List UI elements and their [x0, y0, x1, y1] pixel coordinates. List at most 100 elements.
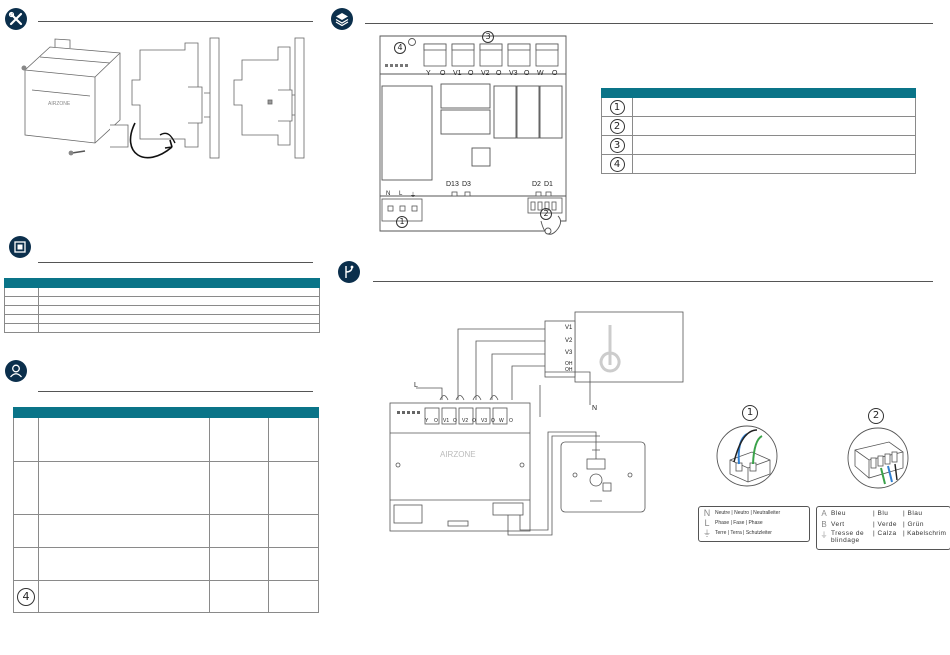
legend-symbol: B — [821, 520, 827, 529]
legend-color-de: | Blau — [903, 510, 923, 517]
legend-row: L Phase | Fase | Phase — [702, 518, 806, 528]
bus-connector-detail — [847, 427, 909, 489]
legend-symbol: L — [704, 518, 710, 528]
legend-color-fr: Tresse de blindage — [831, 530, 865, 544]
tools-icon — [5, 8, 27, 30]
legend-row: ⏚ Tresse de blindage | Calza | Kabelschr… — [820, 530, 947, 546]
legend-row: N Neutre | Neutro | Neutralleiter — [702, 508, 806, 518]
support-num-4: 4 — [17, 587, 35, 606]
table-row — [4, 323, 320, 333]
table-num-4: 4 — [609, 156, 625, 172]
legend-symbol: ⏚ — [820, 532, 828, 539]
detail-number-1: 1 — [742, 405, 758, 421]
terminal-label-o2: O — [468, 70, 474, 77]
support-table: 4 — [13, 407, 319, 613]
unit-terminal-v3: V3 — [565, 350, 573, 356]
legend-text: Phase | Fase | Phase — [715, 520, 763, 526]
table-row — [4, 287, 320, 297]
section-rule-components — [365, 23, 933, 24]
terminal-label-o4: O — [491, 418, 495, 424]
neutral-label: N — [592, 405, 598, 412]
legend-color-fr: Vert — [831, 521, 845, 528]
legend-color-fr: Bleu — [831, 510, 847, 517]
terminal-label-v3: V3 — [509, 70, 518, 77]
table-row — [13, 461, 319, 515]
table-row — [13, 417, 319, 462]
legend-color-it: | Calza — [873, 530, 897, 537]
input-label-d3: D3 — [462, 181, 471, 188]
specs-table-header — [4, 278, 320, 288]
legend-row: A Bleu | Blu | Blau — [820, 508, 947, 519]
terminal-label-w: W — [499, 418, 504, 424]
callout-2: 2 — [540, 208, 552, 220]
callout-4: 4 — [394, 42, 406, 54]
table-row — [4, 296, 320, 306]
power-connector-detail — [716, 425, 778, 487]
legend-color-de: | Grün — [903, 521, 924, 528]
unit-terminal-v2: V2 — [565, 338, 573, 344]
terminal-label-v2: V2 — [462, 418, 469, 424]
wiring-icon — [338, 261, 360, 283]
section-rule-specs — [38, 262, 313, 263]
table-row: 2 — [601, 116, 916, 136]
table-row — [13, 514, 319, 548]
din-rail-mounting-illustration: AIRZONE — [21, 37, 305, 159]
terminal-label-v1: V1 — [443, 418, 450, 424]
input-label-d2: D2 — [532, 181, 541, 188]
section-rule-mounting — [38, 21, 313, 22]
layers-icon — [331, 8, 353, 30]
terminal-label-o5: O — [509, 418, 513, 424]
power-label-earth: ⏚ — [410, 193, 417, 199]
callout-3: 3 — [482, 31, 494, 43]
svg-text:AIRZONE: AIRZONE — [48, 101, 71, 107]
terminal-label-o2: O — [453, 418, 457, 424]
callout-1: 1 — [396, 216, 408, 228]
terminal-label-y: Y — [426, 70, 431, 77]
input-label-d13: D13 — [446, 181, 459, 188]
table-row — [13, 547, 319, 581]
board-diagram: 4 3 1 2 Y O V1 O V2 O V3 O W O N L ⏚ D13… — [366, 26, 576, 236]
legend-color-it: | Blu — [873, 510, 889, 517]
specs-table — [4, 278, 320, 333]
bus-wire-legend: A Bleu | Blu | Blau B Vert | Verde | Grü… — [816, 506, 950, 550]
legend-row: B Vert | Verde | Grün — [820, 519, 947, 530]
components-table-header — [601, 88, 916, 98]
support-icon — [5, 360, 27, 382]
terminal-label-v2: V2 — [481, 70, 490, 77]
legend-symbol: A — [821, 509, 827, 518]
terminal-label-o1: O — [440, 70, 446, 77]
table-row — [4, 305, 320, 315]
power-label-n: N — [386, 191, 391, 197]
line-label: L — [414, 382, 418, 389]
terminal-label-o3: O — [496, 70, 502, 77]
terminal-label-row: Y O V1 O V2 O V3 O W O — [424, 70, 564, 80]
terminal-label-o1: O — [434, 418, 438, 424]
legend-row: ⏚ Terre | Terra | Schutzleiter — [702, 528, 806, 538]
terminal-label-v1: V1 — [453, 70, 462, 77]
section-rule-wiring — [373, 281, 933, 282]
legend-text: Neutre | Neutro | Neutralleiter — [715, 510, 781, 516]
table-num-2: 2 — [609, 118, 625, 134]
table-row: 4 — [601, 154, 916, 174]
terminal-label-o3: O — [472, 418, 476, 424]
legend-symbol: ⏚ — [703, 528, 711, 538]
table-row: 1 — [601, 97, 916, 117]
legend-symbol: N — [703, 508, 711, 518]
power-label-l: L — [399, 191, 403, 197]
terminal-label-v3: V3 — [481, 418, 488, 424]
legend-color-de: | Kabelschrim — [903, 530, 947, 537]
table-num-3: 3 — [609, 137, 625, 153]
support-table-header — [13, 407, 319, 418]
legend-text: Terre | Terra | Schutzleiter — [715, 530, 772, 536]
controller-terminal-row: Y O V1 O V2 O V3 O W O — [425, 418, 535, 426]
wiring-diagram: AIRZONE — [389, 311, 684, 536]
table-row: 3 — [601, 135, 916, 155]
legend-color-it: | Verde — [873, 521, 897, 528]
power-wire-legend: N Neutre | Neutro | Neutralleiter L Phas… — [698, 506, 810, 542]
table-row: 4 — [13, 580, 319, 613]
terminal-label-w: W — [537, 70, 544, 77]
terminal-label-o5: O — [552, 70, 558, 77]
chip-icon — [9, 236, 31, 258]
unit-terminal-oh2: OH — [565, 367, 573, 373]
terminal-label-y: Y — [425, 418, 429, 424]
